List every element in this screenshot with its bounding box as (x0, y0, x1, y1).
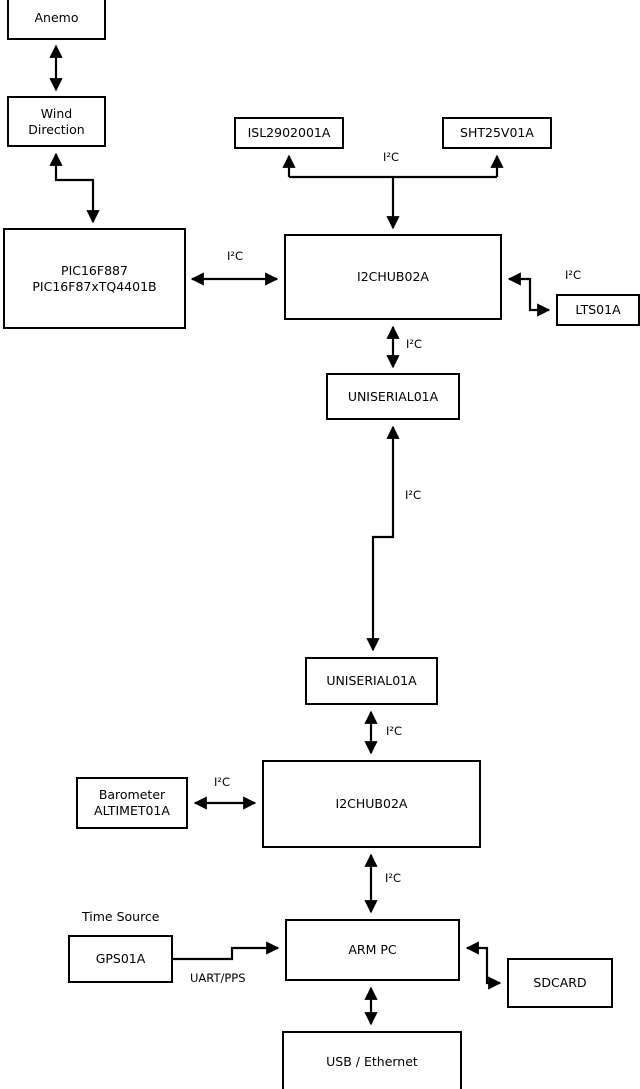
edge-label-baro-hub2: I²C (214, 775, 231, 789)
node-pic-mcu[interactable]: PIC16F887 PIC16F87xTQ4401B (3, 228, 186, 329)
edge-hubtop-lts (507, 272, 551, 317)
edge-uniserial-link (366, 425, 400, 652)
node-usb-ethernet[interactable]: USB / Ethernet (282, 1031, 462, 1089)
node-i2chub02a-bottom-label: I2CHUB02A (335, 796, 408, 812)
node-i2chub02a-top[interactable]: I2CHUB02A (284, 234, 502, 320)
node-wind-direction-label: Wind Direction (28, 105, 85, 137)
edge-label-hub-lts: I²C (565, 268, 582, 282)
node-pic-mcu-label: PIC16F887 PIC16F87xTQ4401B (32, 262, 157, 294)
node-uniserial01a-top-label: UNISERIAL01A (347, 388, 439, 404)
node-arm-pc-label: ARM PC (348, 942, 397, 958)
node-sdcard[interactable]: SDCARD (507, 958, 613, 1008)
edge-label-pic-hub: I²C (227, 249, 244, 263)
edge-label-gps-armpc: UART/PPS (190, 971, 246, 985)
edge-label-hub-uniserial: I²C (406, 337, 423, 351)
node-gps01a-label: GPS01A (95, 951, 146, 967)
node-isl2902001a-label: ISL2902001A (247, 125, 331, 141)
node-uniserial01a-top[interactable]: UNISERIAL01A (326, 373, 460, 420)
node-wind-direction[interactable]: Wind Direction (7, 96, 106, 147)
node-lts01a-label: LTS01A (575, 302, 621, 318)
node-i2chub02a-bottom[interactable]: I2CHUB02A (262, 760, 481, 848)
node-anemo[interactable]: Anemo (7, 0, 106, 40)
node-lts01a[interactable]: LTS01A (556, 294, 640, 326)
node-usb-ethernet-label: USB / Ethernet (326, 1054, 418, 1070)
node-sht25v01a[interactable]: SHT25V01A (442, 117, 552, 149)
edge-label-hub-sensors: I²C (383, 150, 400, 164)
node-sdcard-label: SDCARD (533, 975, 587, 991)
node-arm-pc[interactable]: ARM PC (285, 919, 460, 981)
edge-armpc-sdcard (465, 941, 502, 990)
edge-label-hub2-armpc: I²C (385, 871, 402, 885)
node-barometer-altimet01a-label: Barometer ALTIMET01A (94, 787, 170, 818)
edge-wind-pic (49, 152, 100, 224)
node-gps01a[interactable]: GPS01A (68, 935, 173, 983)
node-uniserial01a-bottom-label: UNISERIAL01A (326, 673, 417, 689)
node-isl2902001a[interactable]: ISL2902001A (234, 117, 344, 149)
node-i2chub02a-top-label: I2CHUB02A (357, 269, 429, 285)
node-uniserial01a-bottom[interactable]: UNISERIAL01A (305, 657, 438, 705)
node-barometer-altimet01a[interactable]: Barometer ALTIMET01A (76, 777, 188, 829)
node-sht25v01a-label: SHT25V01A (460, 125, 534, 141)
edge-label-uniserial-link: I²C (405, 488, 422, 502)
edge-gps-armpc (173, 941, 280, 961)
edge-label-uniserial-hub2: I²C (386, 724, 403, 738)
node-anemo-label: Anemo (34, 10, 79, 26)
time-source-caption: Time Source (82, 909, 160, 924)
